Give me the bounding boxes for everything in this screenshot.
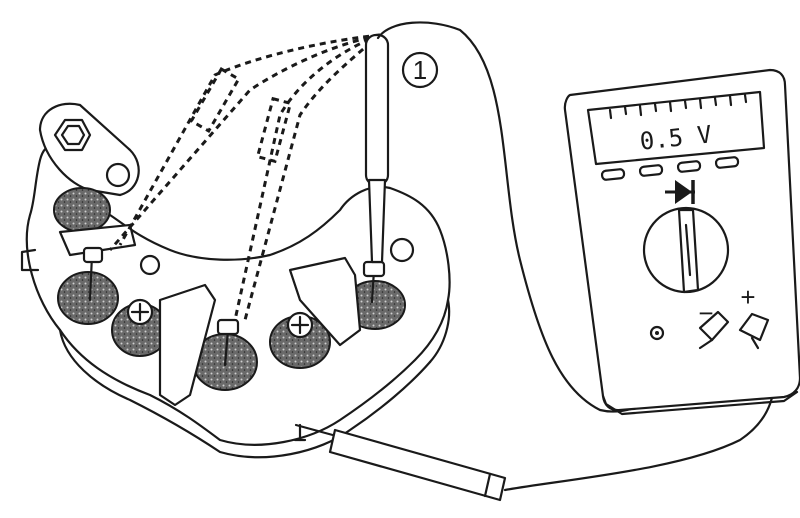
meter-display xyxy=(586,90,766,166)
probe-bottom-handle xyxy=(328,428,507,502)
probe-top-handle xyxy=(364,33,390,187)
probe-bottom xyxy=(294,423,507,502)
function-button-3[interactable] xyxy=(676,160,702,173)
function-button-2[interactable] xyxy=(638,164,664,177)
terminal-bracket-top xyxy=(58,223,137,257)
callout-number: 1 xyxy=(413,55,427,85)
probe-top-tip xyxy=(367,178,387,264)
function-button-4[interactable] xyxy=(714,156,740,169)
negative-lead-plug xyxy=(698,310,730,350)
callout-marker: 1 xyxy=(401,51,439,89)
hex-nut xyxy=(53,118,92,152)
diode-screws xyxy=(126,298,314,339)
rivet-hole xyxy=(139,254,161,276)
function-buttons xyxy=(600,156,740,181)
diode-symbol-icon xyxy=(665,180,695,204)
mounting-hole xyxy=(105,162,131,188)
display-scale-ticks xyxy=(608,93,748,120)
diode-well-1 xyxy=(53,187,111,233)
diode-lead-1 xyxy=(82,246,104,302)
rectifier-assembly xyxy=(20,102,451,459)
probe-bottom-tip xyxy=(294,423,342,439)
function-button-1[interactable] xyxy=(600,168,626,181)
callout-circle xyxy=(401,51,439,89)
probe-top xyxy=(364,33,390,264)
rotary-selector-dial[interactable] xyxy=(642,206,730,294)
mounting-hole-right xyxy=(389,237,415,263)
diode-well-2 xyxy=(57,271,119,325)
positive-lead-plug xyxy=(738,312,770,350)
diode-lead-2 xyxy=(216,318,240,367)
multimeter: 0.5 V − + xyxy=(563,68,800,416)
positive-terminal-label: + xyxy=(740,282,755,312)
terminal-bracket-left xyxy=(158,283,217,407)
terminal-bracket-right xyxy=(288,256,362,347)
